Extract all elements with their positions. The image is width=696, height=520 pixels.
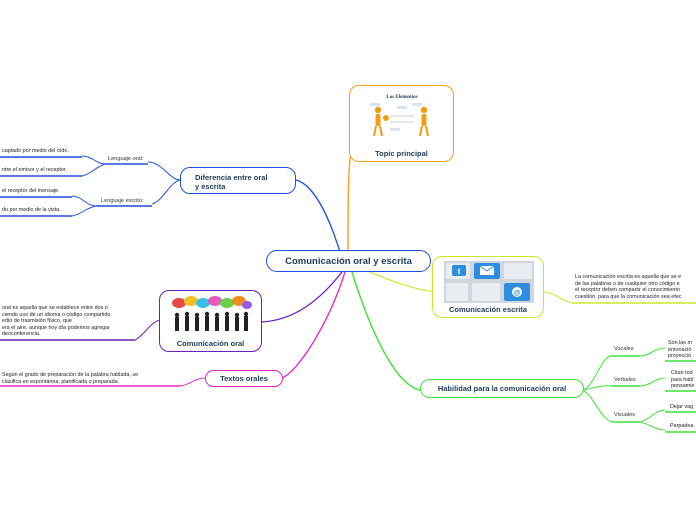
lenguaje-escrito-item-2: do por medio de la vista. [2, 207, 61, 213]
central-topic-title: Comunicación oral y escrita [285, 256, 412, 267]
topic-principal-node[interactable]: Los Elementos Topic principal [349, 85, 454, 162]
textos-orales-node[interactable]: Textos orales [205, 370, 283, 387]
lenguaje-escrito-item-1: el receptor del mensaje. [2, 188, 60, 194]
comunicacion-escrita-title: Comunicación escrita [449, 305, 527, 314]
branch-label-vocales[interactable]: Vocales [614, 346, 634, 352]
habilidad-title: Habilidad para la comunicación oral [437, 384, 567, 393]
lenguaje-oral-item-2: ntre el emisor y el receptor. [2, 167, 68, 173]
diferencia-node[interactable]: Diferencia entre oral y escrita [180, 167, 296, 194]
visuales-item-2: Parpadea [670, 423, 694, 429]
textos-orales-title: Textos orales [220, 374, 268, 383]
visuales-item-1: Dejar vag [670, 404, 694, 410]
vocales-text: Son las m entonació proyecció [668, 340, 692, 360]
lenguaje-oral-item-1: captado por medio del oído. [2, 148, 69, 154]
svg-text:@: @ [514, 290, 521, 297]
central-topic-node[interactable]: Comunicación oral y escrita [266, 250, 431, 272]
people-speech-illustration [172, 296, 252, 331]
comunicacion-escrita-node[interactable]: t @ Comunicación escrita [432, 256, 544, 318]
svg-text:t: t [458, 267, 461, 276]
comunicacion-escrita-description: La comunicación escrita es aquella que s… [575, 274, 682, 300]
comunicacion-oral-title: Comunicación oral [176, 339, 245, 348]
lenguaje-oral-label[interactable]: Lenguaje oral: [108, 156, 144, 162]
diferencia-title: Diferencia entre oral y escrita [195, 173, 268, 191]
habilidad-node[interactable]: Habilidad para la comunicación oral [420, 379, 584, 398]
comunicacion-oral-description: oral es aquella que se establece entre d… [2, 305, 111, 338]
lenguaje-escrito-label[interactable]: Lenguaje escrito: [101, 198, 144, 204]
branch-label-verbales[interactable]: Verbales [614, 377, 636, 383]
textos-orales-description: Según el grado de preparación de la pala… [2, 372, 139, 385]
comunicacion-oral-node[interactable]: Comunicación oral [159, 290, 262, 352]
verbales-text: Citan tod para habl pensamie [671, 370, 695, 390]
keyboard-illustration: t @ [444, 261, 534, 303]
elements-illustration: Los Elementos [370, 95, 429, 137]
illustration-heading: Los Elementos [386, 95, 417, 100]
topic-principal-title: Topic principal [375, 149, 428, 158]
branch-label-visuales[interactable]: Visuales [614, 412, 636, 418]
